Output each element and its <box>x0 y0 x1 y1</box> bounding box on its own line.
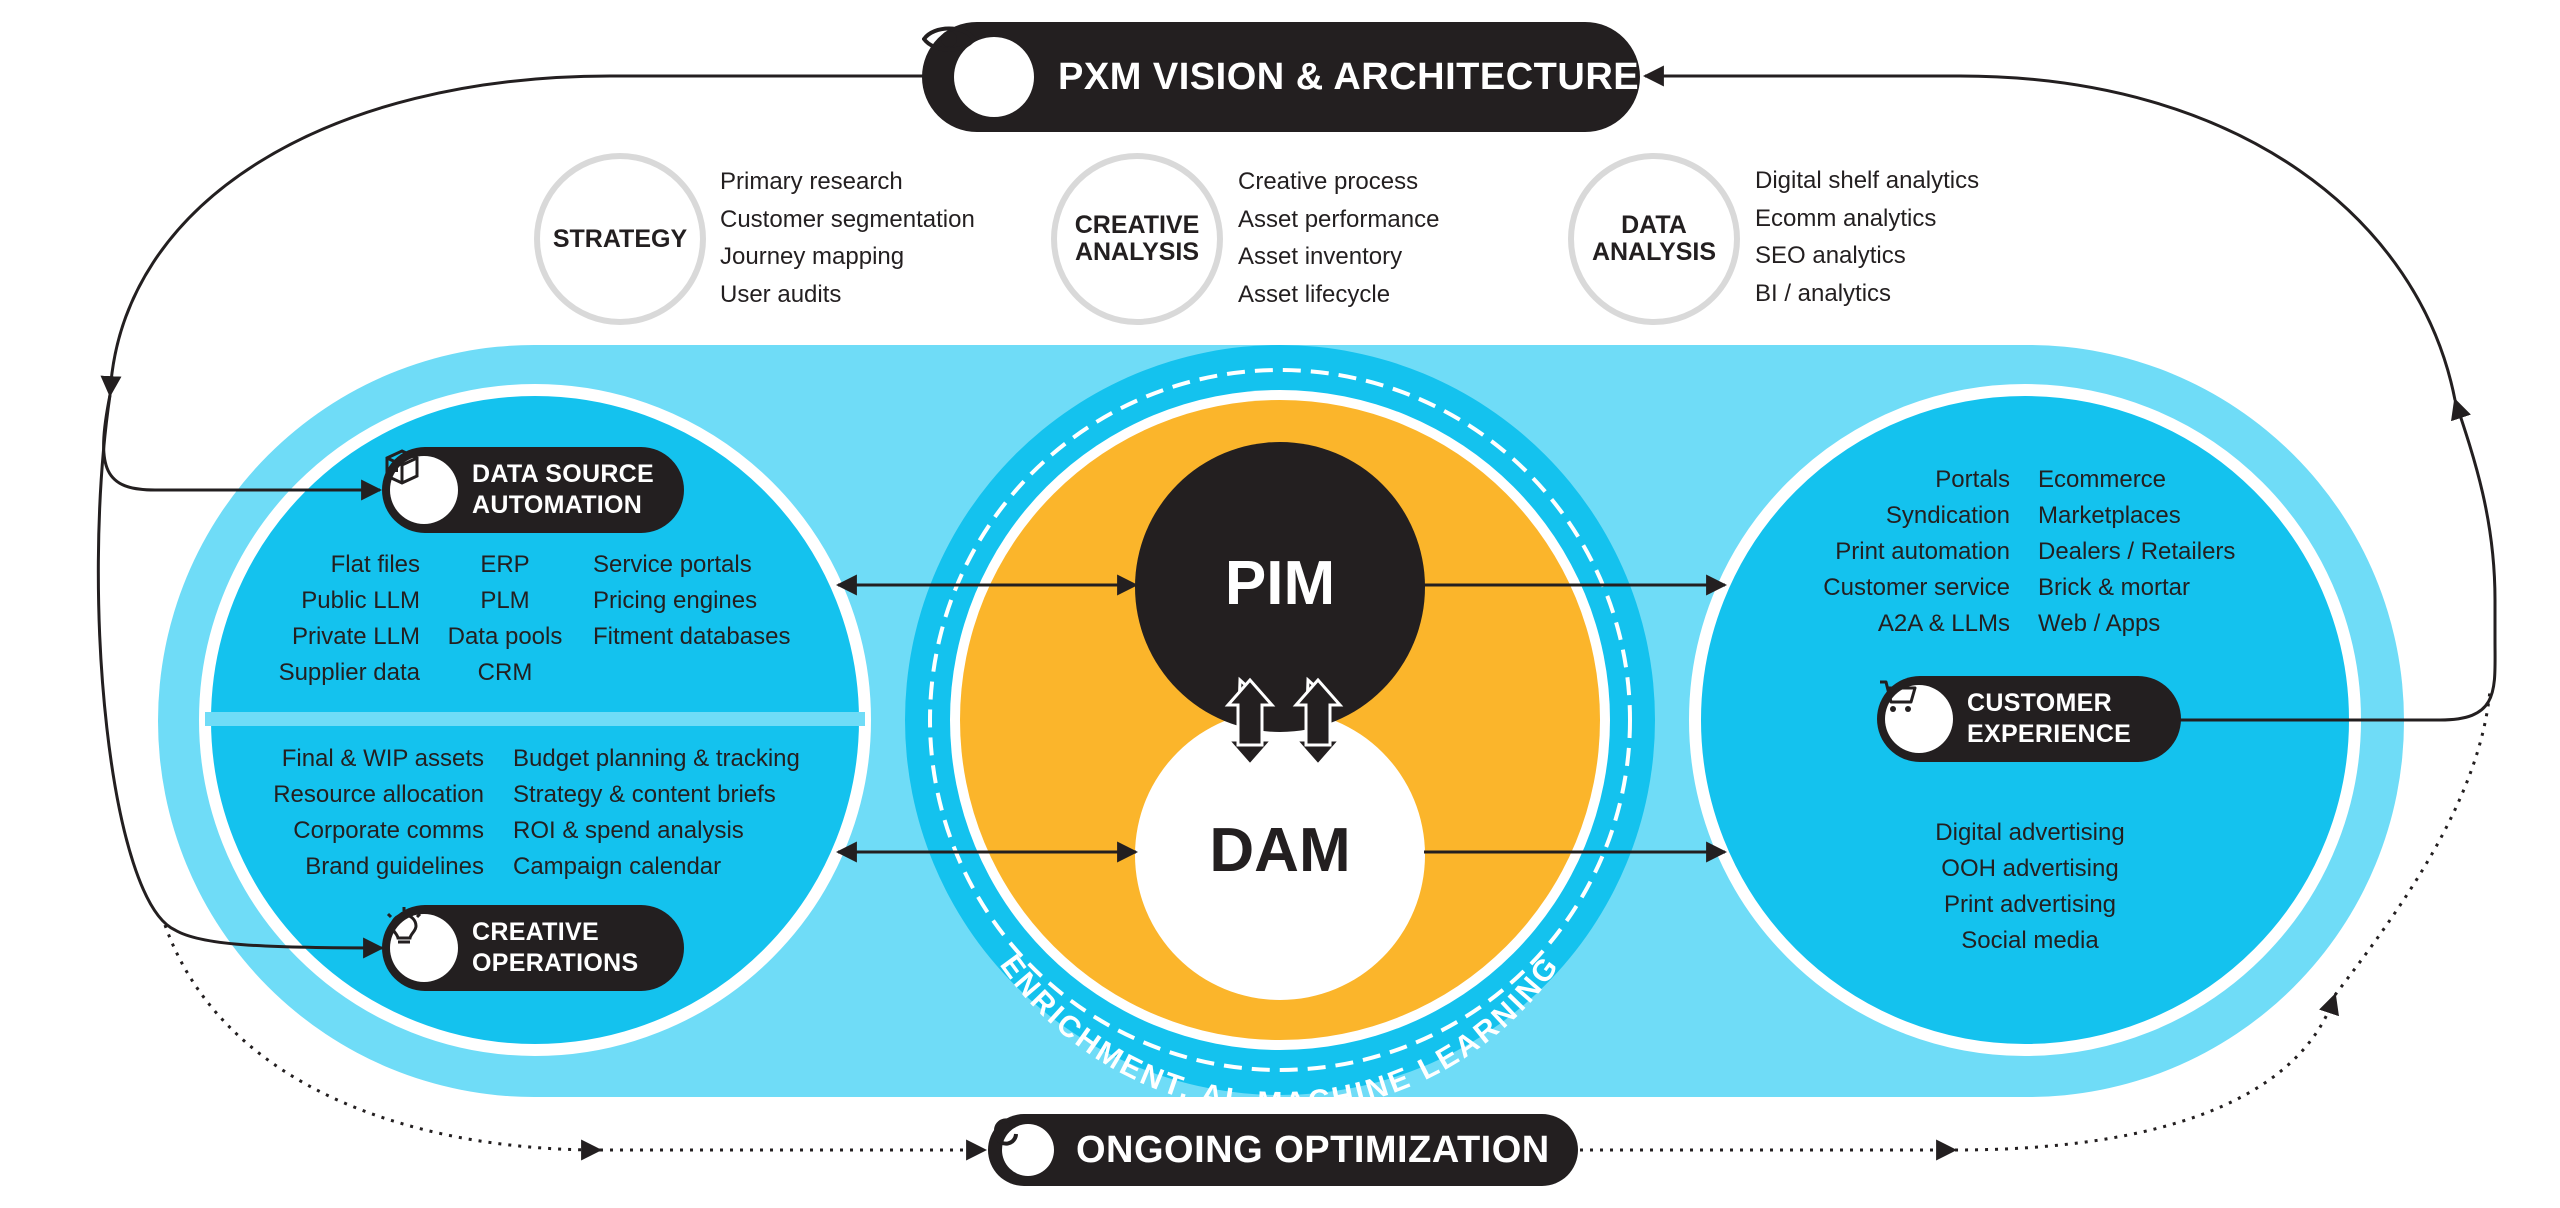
lightbulb-icon <box>386 907 458 982</box>
list-item: Flat files <box>330 551 420 578</box>
strategy-list: Primary research Customer segmentation J… <box>720 163 975 313</box>
strategy-label: STRATEGY <box>552 224 688 253</box>
dam-label: DAM <box>1209 816 1351 885</box>
list-item: Journey mapping <box>720 243 905 270</box>
header-pill: PXM VISION & ARCHITECTURE <box>922 22 1640 132</box>
footer-pill: ONGOING OPTIMIZATION <box>988 1114 1578 1186</box>
data-source-label-1: DATA SOURCE <box>472 460 654 488</box>
list-item: Brick & mortar <box>2038 574 2191 601</box>
list-item: Asset lifecycle <box>1238 280 1391 308</box>
cx-pill: CUSTOMER EXPERIENCE <box>1877 676 2181 762</box>
creative-analysis-list: Creative process Asset performance Asset… <box>1238 163 1439 313</box>
left-circle-divider <box>205 712 865 726</box>
list-item: Web / Apps <box>2038 610 2161 637</box>
list-item: BI / analytics <box>1755 279 1892 307</box>
list-item: Syndication <box>1885 502 2010 529</box>
list-item: Marketplaces <box>2038 502 2181 529</box>
list-item: Customer service <box>1823 574 2010 601</box>
cx-label-1: CUSTOMER <box>1967 689 2113 717</box>
list-item: Asset performance <box>1238 205 1440 233</box>
eye-icon <box>922 26 1034 117</box>
list-item: Brand guidelines <box>305 853 484 880</box>
data-analysis-label-2: ANALYSIS <box>1591 238 1717 266</box>
box-icon <box>385 449 458 524</box>
list-item: Print automation <box>1835 538 2010 565</box>
footer-title: ONGOING OPTIMIZATION <box>1076 1128 1550 1171</box>
list-item: Customer segmentation <box>720 205 975 233</box>
list-item: Portals <box>1935 466 2010 493</box>
data-source-col3: Service portals Pricing engines Fitment … <box>593 547 790 655</box>
list-item: Supplier data <box>278 659 420 686</box>
list-item: Private LLM <box>291 623 420 650</box>
refresh-icon <box>994 1118 1054 1176</box>
cx-label-2: EXPERIENCE <box>1967 720 2132 748</box>
data-source-col1: Flat files Public LLM Private LLM Suppli… <box>250 547 420 691</box>
list-item: Strategy & content briefs <box>513 781 776 808</box>
list-item: Service portals <box>593 551 752 578</box>
list-item: Ecommerce <box>2038 466 2167 493</box>
pim-circle <box>1135 442 1425 732</box>
creative-analysis-label-2: ANALYSIS <box>1074 238 1200 266</box>
list-item: CRM <box>477 659 533 686</box>
list-item: OOH advertising <box>1941 855 2119 882</box>
dam-circle <box>1135 710 1425 1000</box>
data-source-label-2: AUTOMATION <box>472 491 643 519</box>
creative-ops-col2: Budget planning & tracking Strategy & co… <box>513 741 800 885</box>
list-item: A2A & LLMs <box>1877 610 2010 637</box>
vision-loop <box>96 65 2497 959</box>
list-item: Digital shelf analytics <box>1755 167 1980 194</box>
list-item: SEO analytics <box>1755 242 1906 269</box>
creative-ops-pill: CREATIVE OPERATIONS <box>382 905 684 991</box>
pim-label: PIM <box>1224 549 1336 618</box>
list-item: User audits <box>720 280 842 308</box>
creative-ops-label-2: OPERATIONS <box>472 949 639 977</box>
list-item: Digital advertising <box>1935 819 2125 846</box>
list-item: Pricing engines <box>593 587 758 614</box>
cx-col1: Portals Syndication Print automation Cus… <box>1780 462 2010 642</box>
optimization-loop <box>163 689 2492 1161</box>
list-item: Fitment databases <box>593 623 791 650</box>
creative-ops-label-1: CREATIVE <box>472 918 599 946</box>
header-title: PXM VISION & ARCHITECTURE <box>1058 55 1640 98</box>
list-item: Final & WIP assets <box>281 745 484 772</box>
data-source-col2: ERP PLM Data pools CRM <box>440 547 570 691</box>
list-item: Creative process <box>1238 168 1419 195</box>
list-item: ERP <box>480 551 530 578</box>
list-item: Public LLM <box>301 587 420 614</box>
cx-col2: Ecommerce Marketplaces Dealers / Retaile… <box>2038 462 2235 642</box>
list-item: Social media <box>1961 927 2099 954</box>
list-item: Ecomm analytics <box>1755 204 1937 232</box>
pim-dam-arrows <box>1224 676 1344 768</box>
list-item: PLM <box>480 587 530 614</box>
creative-ops-col1: Final & WIP assets Resource allocation C… <box>230 741 484 885</box>
list-item: Dealers / Retailers <box>2038 538 2236 565</box>
data-analysis-label-1: DATA <box>1621 211 1687 239</box>
list-item: ROI & spend analysis <box>513 817 744 844</box>
list-item: Corporate comms <box>293 817 484 844</box>
list-item: Primary research <box>720 168 903 195</box>
connector-arrows <box>835 574 1728 863</box>
list-item: Resource allocation <box>273 781 484 808</box>
list-item: Asset inventory <box>1238 243 1403 270</box>
creative-analysis-label-1: CREATIVE <box>1074 211 1200 239</box>
list-item: Print advertising <box>1943 891 2117 918</box>
data-analysis-list: Digital shelf analytics Ecomm analytics … <box>1755 162 1979 312</box>
cx-ads: Digital advertising OOH advertising Prin… <box>1880 815 2180 959</box>
center-dashed-ring <box>928 368 1632 1072</box>
cart-icon <box>1880 680 1953 753</box>
list-item: Budget planning & tracking <box>513 745 800 772</box>
data-source-pill: DATA SOURCE AUTOMATION <box>382 447 684 533</box>
list-item: Campaign calendar <box>513 853 722 880</box>
strategy-ring: STRATEGY <box>534 153 706 325</box>
list-item: Data pools <box>447 623 563 650</box>
